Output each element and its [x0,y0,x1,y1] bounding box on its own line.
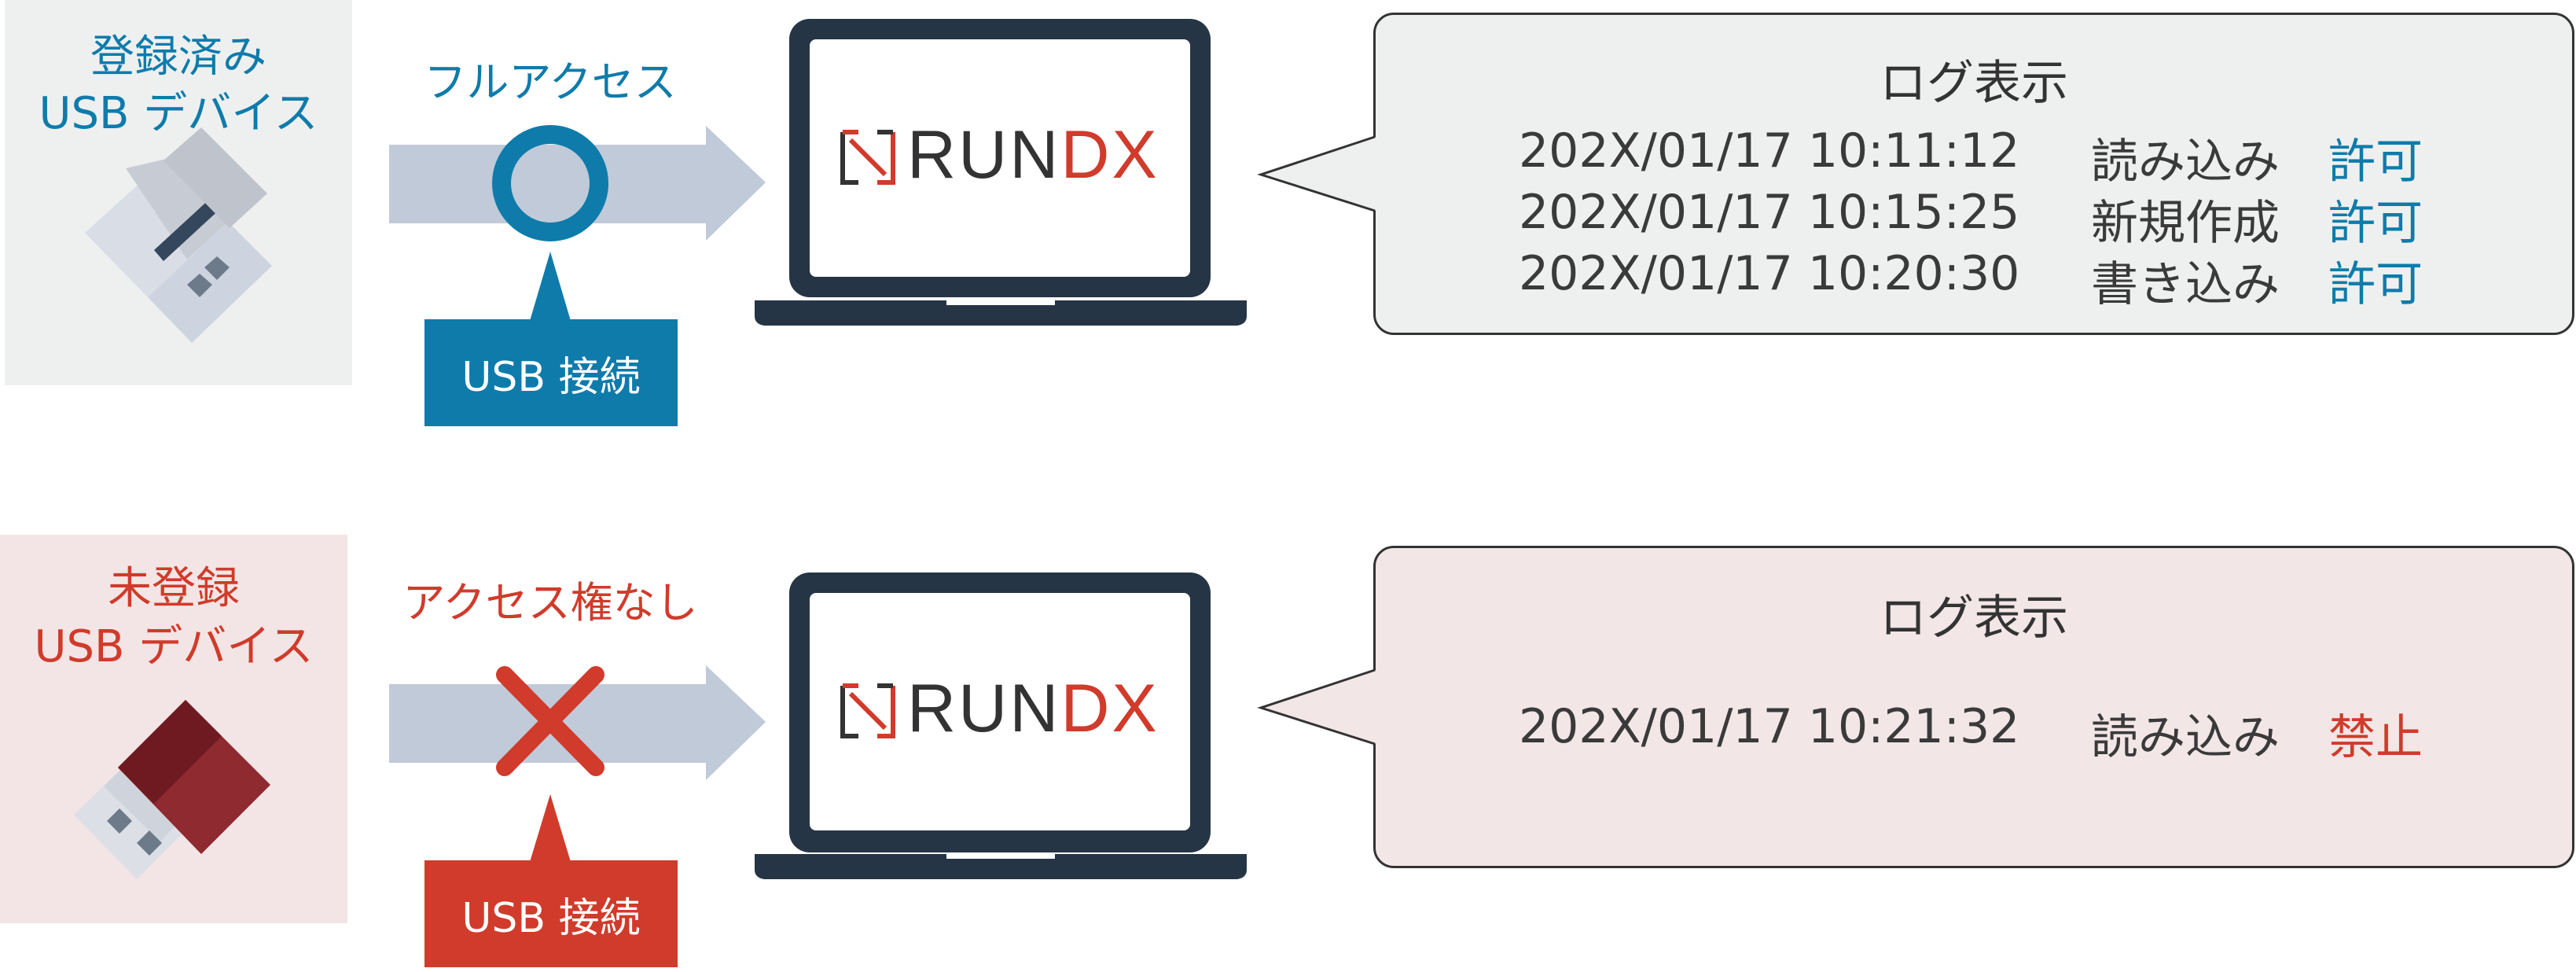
cross-denied-icon [496,666,604,776]
log-action: 新規作成 [2091,196,2280,251]
usb-connection-tag-denied: USB 接続 [424,860,678,967]
log-result-allowed: 許可 [2328,257,2423,312]
device-label-line1: 未登録 [108,563,240,614]
rundx-logo-icon [840,130,895,185]
arrow-icon [389,665,766,780]
log-timestamp: 202X/01/17 10:15:25 [1519,185,2020,240]
log-action: 書き込み [2091,257,2280,312]
full-access-label: フルアクセス [424,57,677,107]
logo-prefix: RUN [907,671,1061,746]
usb-drive-icon [85,127,272,343]
log-result-allowed: 許可 [2328,134,2423,190]
no-access-label: アクセス権なし [402,578,698,628]
device-label-line2: USB デバイス [34,621,314,672]
usb-connection-tag-allowed: USB 接続 [424,319,678,426]
device-label-line1: 登録済み [90,31,266,83]
log-timestamp: 202X/01/17 10:20:30 [1519,246,2020,301]
logo-prefix: RUN [907,117,1061,193]
bubble-pointer [1257,135,1376,212]
log-action: 読み込み [2091,134,2280,190]
log-title: ログ表示 [1880,591,2068,646]
rundx-logo-icon [840,683,895,738]
logo-suffix: DX [1060,671,1159,746]
log-result-allowed: 許可 [2328,196,2423,251]
tag-pointer [530,794,571,862]
tag-pointer [530,252,571,321]
bubble-pointer [1257,668,1376,746]
laptop-icon [755,573,1247,879]
log-timestamp: 202X/01/17 10:21:32 [1519,699,2020,754]
log-timestamp: 202X/01/17 10:11:12 [1519,123,2020,179]
rundx-logo-text: RUNDX [907,116,1159,194]
arrow-icon [389,126,766,241]
log-bubble-allowed: ログ表示 202X/01/17 10:11:12 読み込み 許可 202X/01… [1373,13,2574,335]
rundx-logo-text: RUNDX [907,670,1159,748]
circle-ok-icon [492,125,608,241]
log-result-denied: 禁止 [2328,710,2423,765]
laptop-icon [755,19,1247,326]
device-label-line2: USB デバイス [39,88,318,139]
logo-suffix: DX [1060,117,1159,193]
usb-drive-icon [74,700,270,879]
log-action: 読み込み [2091,710,2280,765]
log-title: ログ表示 [1880,56,2068,111]
